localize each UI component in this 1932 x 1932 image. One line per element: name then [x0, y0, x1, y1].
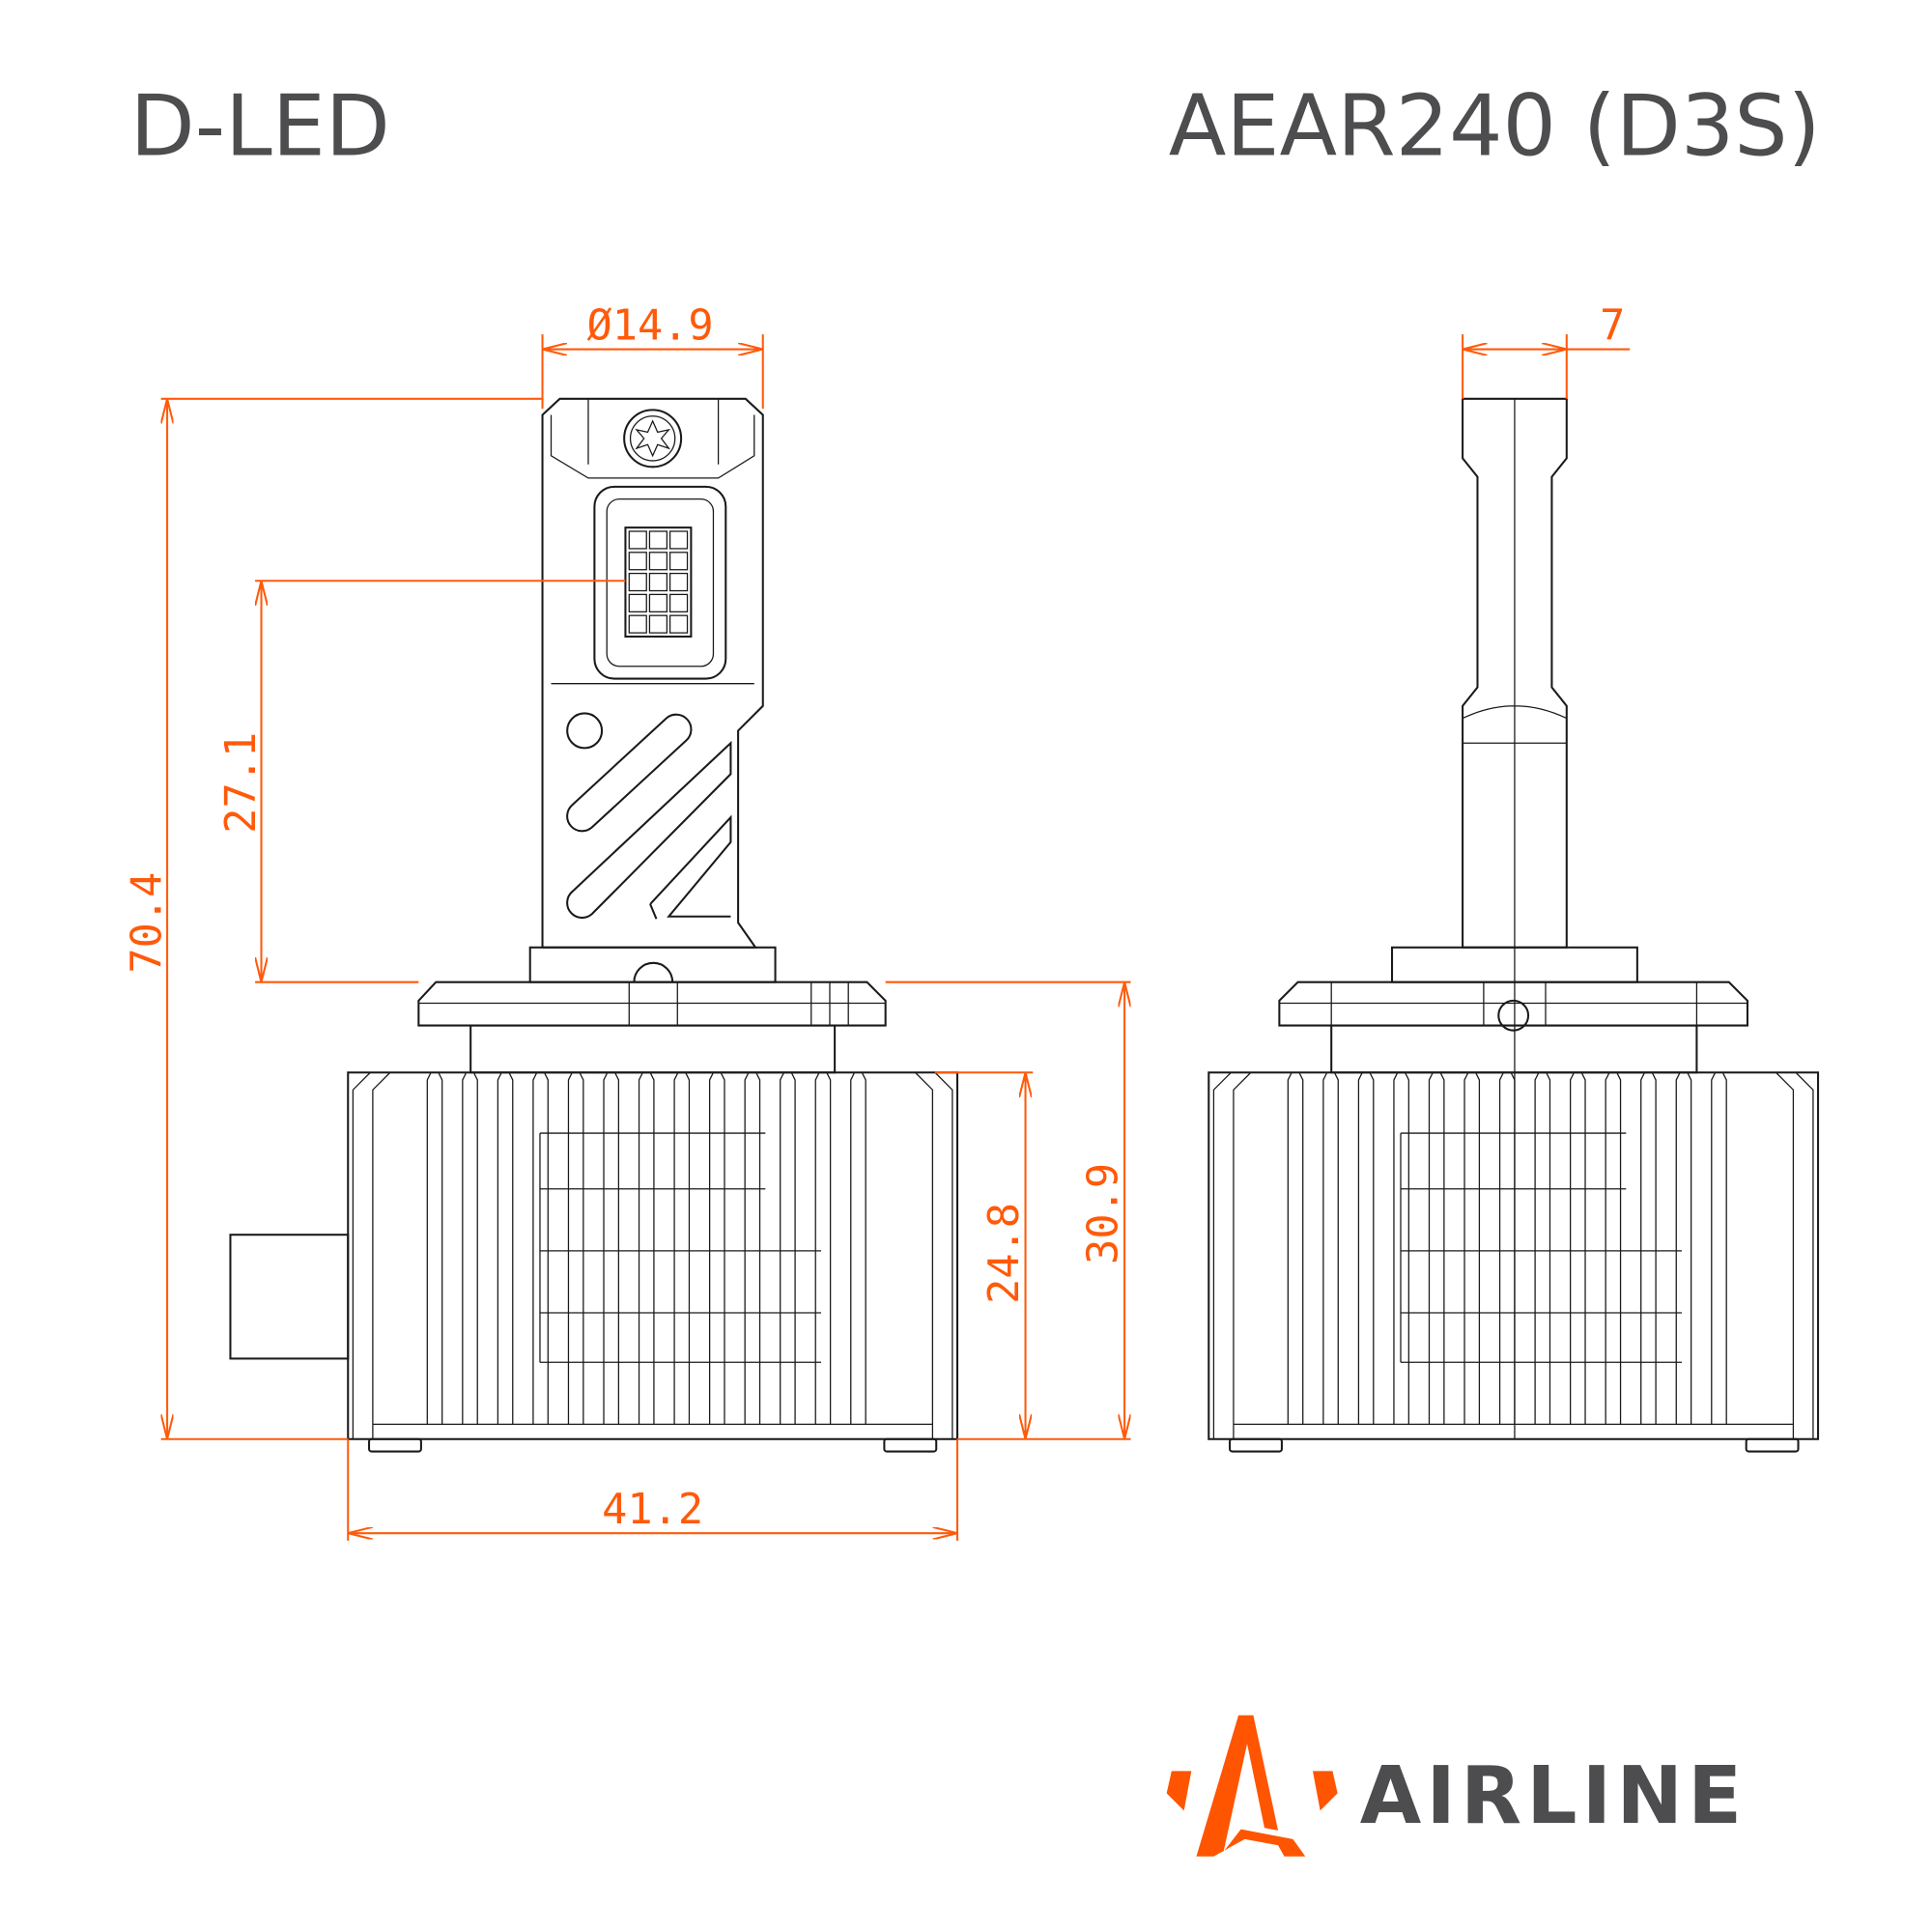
foot — [368, 1437, 422, 1453]
fin — [1534, 1071, 1551, 1425]
fin — [567, 1071, 584, 1425]
fin — [744, 1071, 761, 1425]
fin — [708, 1071, 725, 1425]
dim-led-height-label: 27.1 — [217, 732, 266, 834]
dim-diameter-label: Ø14.9 — [586, 301, 713, 350]
fin — [1640, 1071, 1657, 1425]
model-title: AEAR240 (D3S) — [1169, 76, 1821, 175]
fin — [850, 1071, 867, 1425]
led-chip — [668, 530, 689, 550]
internal-parts — [539, 1132, 822, 1363]
led-chip — [628, 530, 647, 550]
connector-plug — [229, 1234, 350, 1360]
cooling-slot — [566, 740, 732, 920]
side-pin — [1497, 999, 1530, 1032]
dim-total-height-label: 70.4 — [124, 872, 172, 974]
led-chip — [668, 593, 689, 612]
side-heatsink-fins — [1212, 1071, 1814, 1439]
fin — [1428, 1071, 1445, 1425]
heatsink-fins — [352, 1071, 953, 1439]
fin — [780, 1071, 796, 1425]
dim-heatsink-height-label: 24.8 — [980, 1203, 1029, 1304]
fin — [426, 1071, 443, 1425]
fin — [638, 1071, 655, 1425]
dim-width-label: 41.2 — [602, 1486, 703, 1534]
foot — [1745, 1437, 1800, 1453]
led-chip — [628, 593, 647, 612]
fin — [1605, 1071, 1622, 1425]
edge-fin — [352, 1071, 953, 1439]
led-chip — [648, 530, 668, 550]
dim-thickness-label: 7 — [1600, 301, 1625, 350]
led-chip — [628, 572, 647, 592]
fin — [532, 1071, 549, 1425]
fin — [673, 1071, 691, 1425]
edge-fin — [1212, 1071, 1814, 1439]
vent-hole — [566, 712, 604, 750]
fin — [603, 1071, 620, 1425]
side-heatsink — [1208, 1071, 1820, 1440]
led-chip-frame — [624, 526, 693, 639]
fin — [462, 1071, 478, 1425]
led-chip — [668, 572, 689, 592]
fin — [1287, 1071, 1304, 1425]
led-chip — [648, 593, 668, 612]
led-chip — [668, 552, 689, 571]
brand-name: AIRLINE — [1360, 1750, 1747, 1842]
led-chip — [648, 572, 668, 592]
fin — [497, 1071, 514, 1425]
fin — [1393, 1071, 1409, 1425]
bulb-front-view — [229, 397, 959, 1453]
fin — [1570, 1071, 1586, 1425]
product-type-title: D-LED — [130, 76, 390, 175]
fin — [1463, 1071, 1481, 1425]
led-window — [593, 485, 727, 680]
screw-icon — [623, 409, 683, 469]
bulb-side-view — [1208, 397, 1820, 1453]
fin — [1498, 1071, 1516, 1425]
led-chip — [668, 614, 689, 634]
foot — [1229, 1437, 1283, 1453]
airline-logo: AIRLINE — [1166, 1715, 1747, 1857]
led-chip — [628, 552, 647, 571]
cooling-slot — [566, 713, 693, 833]
internal-parts — [1400, 1132, 1683, 1363]
airline-star-icon — [1166, 1715, 1338, 1857]
side-flange — [1278, 980, 1748, 1027]
fin — [1322, 1071, 1339, 1425]
fin — [1357, 1071, 1375, 1425]
fin — [1711, 1071, 1727, 1425]
led-chip-grid — [624, 526, 693, 639]
led-chip — [628, 614, 647, 634]
led-chip — [648, 614, 668, 634]
fin — [1675, 1071, 1692, 1425]
dim-base-height-label: 30.9 — [1079, 1163, 1127, 1264]
cooling-slot — [649, 814, 732, 920]
dimension-lines: Ø14.9 70.4 27.1 24.8 30.9 41.2 7 — [124, 301, 1631, 1541]
base-collar — [528, 946, 777, 983]
led-chip — [648, 552, 668, 571]
stem-outline — [541, 397, 764, 949]
flange — [417, 980, 887, 1027]
fin — [814, 1071, 832, 1425]
foot — [883, 1437, 938, 1453]
neck — [469, 1024, 837, 1074]
